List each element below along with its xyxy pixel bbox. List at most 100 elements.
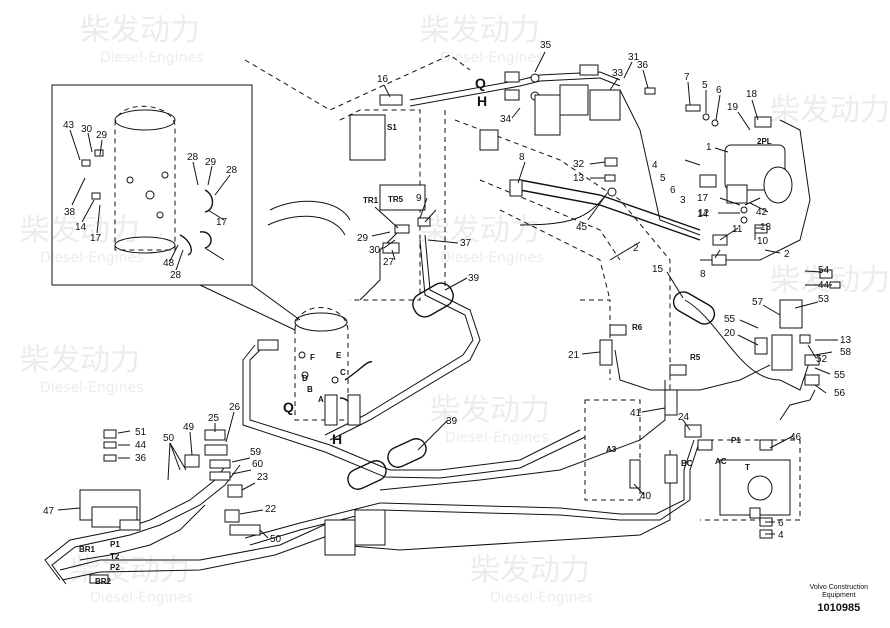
- callout-17: 17: [697, 193, 709, 204]
- callout-55: 55: [724, 314, 736, 325]
- callout-25: 25: [208, 413, 220, 424]
- port-label-br1: BR1: [79, 545, 96, 554]
- callout-14: 14: [697, 209, 709, 220]
- callout-10: 10: [757, 236, 769, 247]
- callout-33: 33: [612, 68, 624, 79]
- callout-46: 46: [790, 432, 802, 443]
- watermark-text: 柴发动力: [430, 393, 550, 428]
- callout-7: 7: [684, 72, 690, 83]
- brand-line-1: Volvo Construction: [809, 584, 868, 591]
- watermark-text: Diesel-Engines: [490, 590, 593, 606]
- callout-37: 37: [460, 238, 472, 249]
- callout-6: 6: [670, 185, 676, 196]
- callout-39: 39: [468, 273, 480, 284]
- hose-lines: [44, 71, 816, 585]
- callout-26: 26: [229, 402, 241, 413]
- callout-45: 45: [576, 222, 588, 233]
- callout-53: 53: [818, 294, 830, 305]
- watermark-text: Diesel-Engines: [440, 250, 543, 266]
- port-label-e: E: [336, 351, 342, 360]
- port-label-bc: BC: [681, 459, 693, 468]
- callout-40: 40: [640, 491, 652, 502]
- callout-39: 39: [446, 416, 458, 427]
- callout-49: 49: [183, 422, 195, 433]
- port-labels: S1 TR1 TR5 R6 R5 A3 BC AC BR1 P1 T2 P2 B…: [79, 123, 750, 586]
- callout-29: 29: [357, 233, 369, 244]
- callout-34: 34: [500, 114, 512, 125]
- callout-22: 22: [265, 504, 277, 515]
- callout-5: 5: [660, 173, 666, 184]
- callout-31: 31: [628, 52, 640, 63]
- callout-30: 30: [369, 245, 381, 256]
- watermark-text: Diesel-Engines: [440, 50, 543, 66]
- port-label-tr5: TR5: [388, 195, 404, 204]
- callout-36: 36: [637, 60, 649, 71]
- callout-60: 60: [252, 459, 264, 470]
- callout-47: 47: [43, 506, 55, 517]
- callout-43: 43: [63, 120, 75, 131]
- callout-56: 56: [834, 388, 846, 399]
- callout-21: 21: [568, 350, 580, 361]
- drawing-number: 1010985: [817, 602, 861, 614]
- callout-8: 8: [519, 152, 525, 163]
- watermark-text: Diesel-Engines: [445, 430, 548, 446]
- callout-14: 14: [75, 222, 87, 233]
- port-label-p1: P1: [110, 540, 120, 549]
- callout-4: 4: [778, 530, 784, 541]
- flow-letter-q: Q: [283, 399, 294, 415]
- watermark-text: 柴发动力: [20, 343, 140, 378]
- watermark-text: 柴发动力: [20, 213, 140, 248]
- watermark-text: 柴发动力: [420, 13, 540, 48]
- callout-2PL: 2PL: [757, 137, 772, 146]
- callout-17: 17: [90, 233, 102, 244]
- port-label-d: D: [302, 374, 308, 383]
- watermark-text: 柴发动力: [470, 553, 590, 588]
- callout-30: 30: [81, 124, 93, 135]
- port-label-r5: R5: [690, 353, 701, 362]
- port-label-a3: A3: [606, 445, 617, 454]
- callout-44: 44: [135, 440, 147, 451]
- callout-23: 23: [257, 472, 269, 483]
- watermark-text: 柴发动力: [770, 93, 890, 128]
- callout-18: 18: [746, 89, 758, 100]
- hose-loops: [347, 282, 716, 490]
- callout-48: 48: [163, 258, 175, 269]
- callout-50: 50: [270, 534, 282, 545]
- callout-13: 13: [573, 173, 585, 184]
- callout-51: 51: [135, 427, 147, 438]
- watermark-text: Diesel-Engines: [90, 590, 193, 606]
- callout-59: 59: [250, 447, 262, 458]
- port-label-r6: R6: [632, 323, 643, 332]
- callout-8: 8: [700, 269, 706, 280]
- port-label-ac: AC: [715, 457, 727, 466]
- port-label-c: C: [340, 368, 346, 377]
- flow-letters: Q H Q H: [283, 75, 487, 447]
- port-label-br2: BR2: [95, 577, 112, 586]
- port-label-f: F: [310, 353, 315, 362]
- callout-numbers: 35 31 33 36 16 7 5 6 19 18 34 8 32 13 4 …: [43, 40, 852, 545]
- callout-28: 28: [170, 270, 182, 281]
- callout-13: 13: [840, 335, 852, 346]
- watermark-text: 柴发动力: [80, 13, 200, 48]
- callout-29: 29: [205, 157, 217, 168]
- callout-54: 54: [818, 265, 830, 276]
- callout-16: 16: [377, 74, 389, 85]
- callout-29: 29: [96, 130, 108, 141]
- port-label-s1: S1: [387, 123, 397, 132]
- callout-28: 28: [226, 165, 238, 176]
- brand-line-2: Equipment: [822, 592, 856, 599]
- watermark-text: Diesel-Engines: [100, 50, 203, 66]
- watermark-text: Diesel-Engines: [40, 250, 143, 266]
- callout-13: 13: [760, 222, 772, 233]
- port-label-p2: P2: [110, 563, 120, 572]
- callout-2: 2: [784, 249, 790, 260]
- leader-lines: [57, 51, 838, 539]
- flow-letter-h: H: [332, 431, 342, 447]
- watermark-text: 柴发动力: [770, 263, 890, 298]
- watermark-text: 柴发动力: [420, 213, 540, 248]
- callout-35: 35: [540, 40, 552, 51]
- detail-inset-box: [51, 84, 301, 331]
- pump-unit: [699, 144, 793, 519]
